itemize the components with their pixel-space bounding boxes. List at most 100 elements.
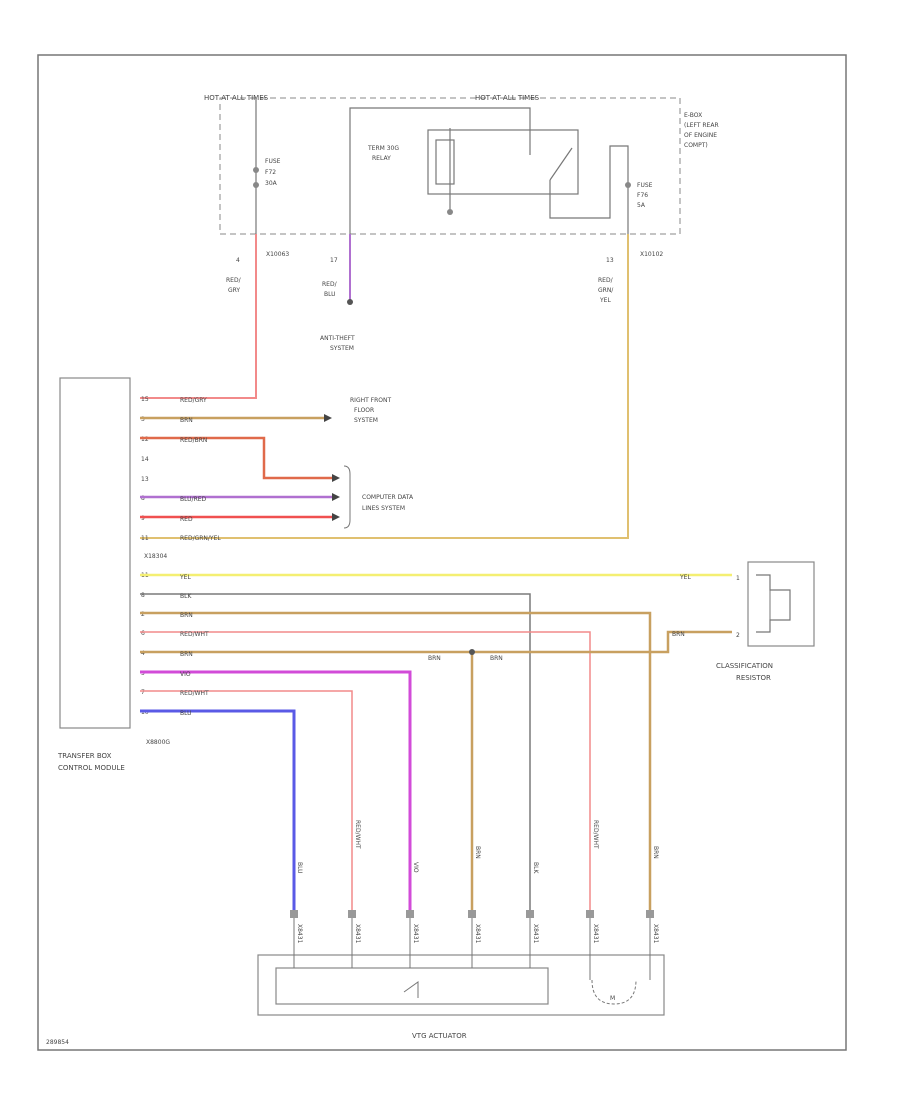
module-upper-pin: 8 (141, 495, 145, 502)
wire-brn-classification (140, 630, 732, 654)
wire-brn-actuator-right (140, 611, 652, 910)
wire-red-grn-yel-label-3: YEL (599, 297, 611, 304)
module-conn-bottom-label: X8800G (146, 739, 170, 746)
anti-theft-terminal (347, 299, 353, 305)
wire-label: RED/BRN (180, 437, 207, 444)
fuse-left-symbol (253, 167, 259, 173)
fuse-box-location-3: OF ENGINE (684, 132, 717, 139)
wire-red-grn-yel-label-1: RED/ (598, 277, 614, 284)
fuse-right-label-2: F76 (637, 192, 648, 199)
wire-label: BLK (180, 593, 192, 600)
wire-label: RED (180, 516, 193, 523)
actuator-pin-label: X8431 (652, 924, 659, 944)
relay-feed-line (349, 107, 531, 234)
relay-ground-dot (447, 209, 453, 215)
wire-label: BRN (180, 612, 193, 619)
wire-label: VIO (180, 671, 191, 678)
actuator-wire-label: BRN (474, 846, 481, 859)
classification-wire-top-label: YEL (679, 574, 691, 581)
actuator-label: VTG ACTUATOR (412, 1032, 467, 1040)
relay-output-line (549, 145, 629, 234)
wire-label: RED/WHT (180, 631, 209, 638)
actuator-wire-label: VIO (412, 862, 419, 873)
reference-code: 289854 (46, 1039, 69, 1046)
pin-4-label: 4 (236, 257, 240, 264)
relay-switch-arm (549, 147, 573, 181)
fuse-box: HOT AT ALL TIMES HOT AT ALL TIMES E-BOX … (204, 94, 719, 264)
fuse-box-outline (219, 97, 681, 235)
upper-module-wires: RED/GRY BRN RIGHT FRONT FLOOR SYSTEM RED… (140, 397, 414, 542)
fuse-box-location-2: (LEFT REAR (684, 122, 719, 129)
classification-wire-bottom-label: BRN (672, 631, 685, 638)
splice-left-label: BRN (428, 655, 441, 662)
classification-resistor: 1 2 CLASSIFICATION RESISTOR (716, 561, 815, 682)
pin-13-label: 13 (606, 257, 614, 264)
fuse-left-symbol-2 (253, 182, 259, 188)
relay-coil (435, 139, 455, 185)
vtg-actuator: M VTG ACTUATOR BLU RED/WHT VIO BRN BLK R… (257, 820, 665, 1040)
resistor-symbol (756, 574, 791, 633)
fuse-right-label-1: FUSE (637, 182, 653, 189)
classification-label-1: CLASSIFICATION (716, 662, 773, 670)
actuator-pin (586, 910, 594, 918)
wire-label: RED/GRY (180, 397, 207, 404)
actuator-wire-label: BRN (652, 846, 659, 859)
wire-label: YEL (179, 574, 191, 581)
arrow-blu-red (332, 493, 340, 501)
actuator-pin (526, 910, 534, 918)
module-upper-pin: 9 (141, 515, 145, 522)
actuator-pin (406, 910, 414, 918)
actuator-motor-label: M (610, 995, 615, 1002)
actuator-connector-pins (290, 910, 654, 918)
fuse-left-label-2: F72 (265, 169, 276, 176)
actuator-wire-label: RED/WHT (354, 820, 361, 849)
splice-dot (469, 649, 475, 655)
relay-label-2: RELAY (372, 155, 391, 162)
module-upper-pin: 12 (141, 436, 149, 443)
module-upper-pin: 14 (141, 456, 149, 463)
wire-red-wht-actuator-right (140, 631, 591, 910)
computer-data-label-2: LINES SYSTEM (362, 505, 405, 512)
classification-pin-top: 1 (736, 575, 740, 582)
module-lower-pin: 8 (141, 592, 145, 599)
anti-theft-label-2: SYSTEM (330, 345, 354, 352)
classification-pin-bottom: 2 (736, 632, 740, 639)
wire-label: BLU/RED (180, 496, 207, 503)
actuator-pin-label: X8431 (412, 924, 419, 944)
wire-label: BLU (180, 710, 192, 717)
fuse-box-left-title: HOT AT ALL TIMES (204, 94, 269, 102)
anti-theft-label-1: ANTI-THEFT (320, 335, 355, 342)
resistor-body (769, 589, 791, 621)
wire-label: BRN (180, 417, 193, 424)
classification-box (747, 561, 815, 647)
module-lower-pin: 2 (141, 611, 145, 618)
fuse-right-label-3: 5A (637, 202, 646, 209)
actuator-pin-label: X8431 (354, 924, 361, 944)
arrow-right-front (324, 414, 332, 422)
pin-17-label: 17 (330, 257, 338, 264)
module-label-2: CONTROL MODULE (58, 764, 125, 772)
arrow-red (332, 513, 340, 521)
module-lower-pin: 4 (141, 650, 145, 657)
module-conn-top-label: X18304 (144, 553, 167, 560)
relay-label-1: TERM 30G (367, 145, 399, 152)
module-label-1: TRANSFER BOX (57, 752, 112, 760)
wire-red-wht-actuator-left (140, 690, 353, 910)
fuse-left-label-1: FUSE (265, 158, 281, 165)
relay-box (427, 129, 579, 195)
module-lower-pin: 7 (141, 689, 145, 696)
arrow-red-brn (332, 474, 340, 482)
module-upper-pin: 3 (141, 416, 145, 423)
wire-vio-actuator (140, 670, 412, 910)
actuator-pin-label: X8431 (296, 924, 303, 944)
right-front-label-2: FLOOR (354, 407, 374, 414)
wire-red-gry-label-2: GRY (228, 287, 240, 294)
actuator-wire-label: BLU (296, 862, 303, 874)
data-lines-bracket (343, 465, 351, 529)
wire-red-gry-feed (140, 234, 257, 399)
module-lower-pin: 6 (141, 630, 145, 637)
conn-left-label: X10063 (266, 251, 289, 258)
wire-red-brn-data (140, 436, 332, 480)
computer-data-label-1: COMPUTER DATA (362, 494, 414, 501)
